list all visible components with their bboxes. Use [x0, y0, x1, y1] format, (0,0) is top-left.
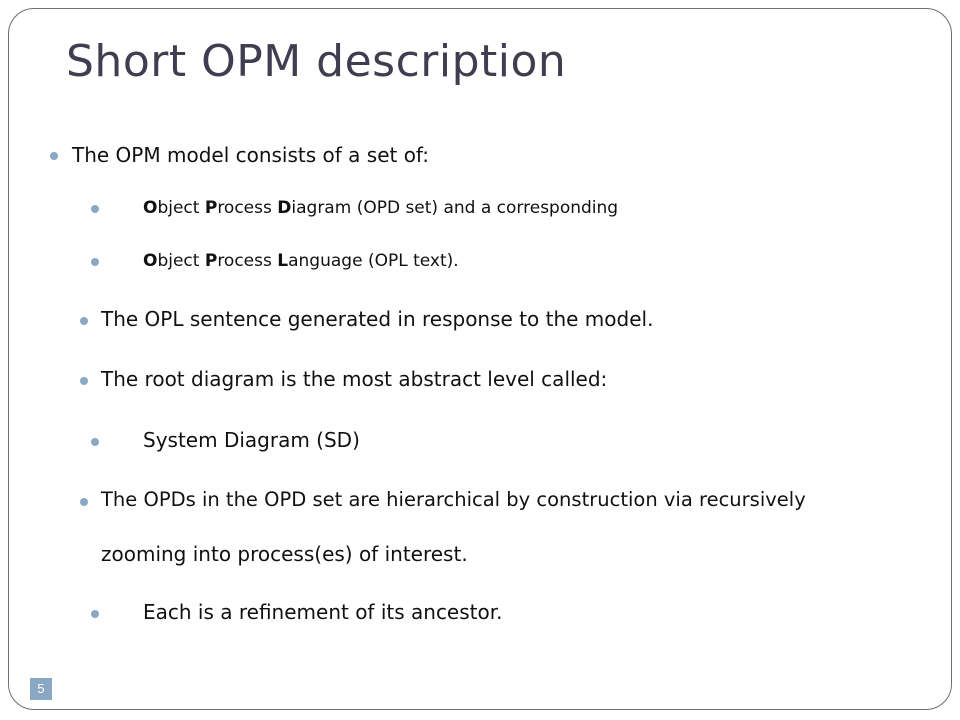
bullet-dot [91, 610, 99, 618]
bullet-dot [80, 317, 88, 325]
initial-o: O [143, 198, 158, 218]
initial-p: P [204, 251, 218, 271]
bullet-dot [91, 438, 99, 446]
bullet-dot [91, 258, 99, 266]
page-number: 5 [30, 678, 52, 700]
text-bject: bject [157, 251, 205, 271]
text-rocess: rocess [217, 251, 278, 271]
bullet-dot [80, 498, 88, 506]
bullet-dot [80, 377, 88, 385]
initial-o: O [143, 251, 158, 271]
text-iagram: iagram (OPD set) and a corresponding [291, 198, 619, 218]
text-anguage: anguage (OPL text). [288, 251, 459, 271]
text-bject: bject [157, 198, 205, 218]
bullet-system-diagram: System Diagram (SD) [143, 428, 360, 452]
bullet-dot [50, 152, 58, 160]
bullet-root-diagram: The root diagram is the most abstract le… [101, 367, 608, 391]
bullet-intro: The OPM model consists of a set of: [72, 143, 430, 167]
initial-l: L [277, 251, 289, 271]
text-rocess: rocess [217, 198, 278, 218]
bullet-opl: Object Process Language (OPL text). [143, 251, 459, 271]
initial-p: P [204, 198, 218, 218]
bullet-opl-sentence: The OPL sentence generated in response t… [101, 307, 654, 331]
bullet-dot [91, 205, 99, 213]
bullet-refinement: Each is a refinement of its ancestor. [143, 600, 503, 624]
bullet-hierarchy-line2: zooming into process(es) of interest. [101, 542, 468, 566]
slide-title: Short OPM description [66, 36, 567, 87]
initial-d: D [277, 198, 292, 218]
slide-frame [8, 8, 952, 710]
bullet-hierarchy-line1: The OPDs in the OPD set are hierarchical… [101, 488, 806, 511]
bullet-opd: Object Process Diagram (OPD set) and a c… [143, 198, 618, 218]
